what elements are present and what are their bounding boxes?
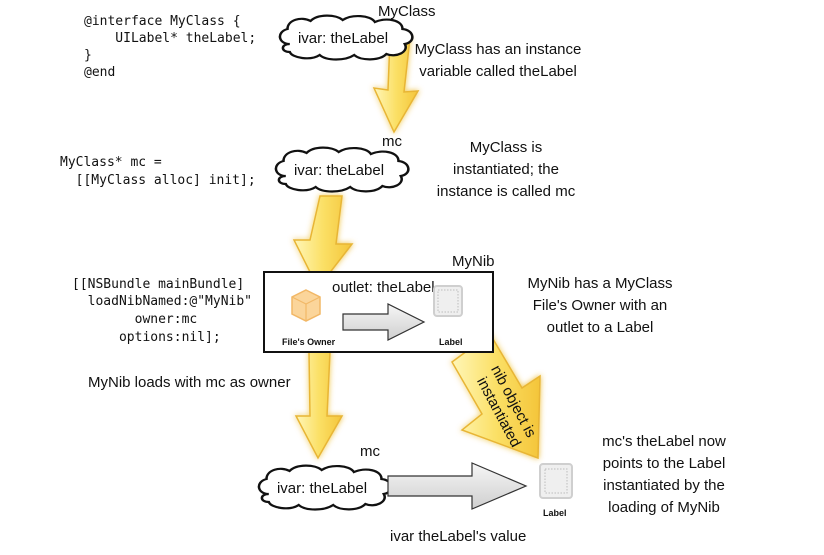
label-caption-bottom: Label	[543, 508, 567, 518]
code-line: UILabel* theLabel;	[84, 31, 256, 46]
note-3: MyNib has a MyClass File's Owner with an…	[527, 275, 672, 336]
code-line: options:nil];	[72, 330, 221, 345]
yellow-arrow-1	[372, 37, 420, 134]
label-caption: Label	[439, 337, 463, 347]
code-line: MyClass* mc =	[60, 155, 162, 170]
code-interface-block: @interface MyClass { UILabel* theLabel; …	[84, 14, 256, 80]
files-owner-label: File's Owner	[282, 337, 336, 347]
code-line: }	[84, 48, 92, 63]
cloud-label: ivar: theLabel	[294, 162, 384, 179]
code-line: loadNibNamed:@"MyNib"	[72, 294, 252, 309]
note-line: mc's theLabel now	[602, 433, 726, 450]
note-line: MyNib has a MyClass	[527, 275, 672, 292]
myclass-label: MyClass	[378, 3, 436, 20]
note-2: MyClass is instantiated; the instance is…	[437, 139, 576, 200]
note-line: instantiated by the	[603, 477, 725, 494]
label-placeholder-icon	[433, 285, 463, 317]
gray-arrow-bottom	[387, 462, 528, 510]
mc-top-label: mc	[382, 133, 402, 150]
code-instantiate-block: MyClass* mc = [[MyClass alloc] init];	[60, 155, 256, 188]
note-1: MyClass has an instance variable called …	[415, 41, 582, 80]
code-line: @interface MyClass {	[84, 14, 241, 29]
note-line: instantiated; the	[453, 161, 559, 178]
label-placeholder-icon-bottom	[539, 463, 573, 499]
note-line: loading of MyNib	[608, 499, 720, 516]
mynib-loads-note: MyNib loads with mc as owner	[88, 374, 291, 391]
cloud-label: ivar: theLabel	[277, 480, 367, 497]
yellow-arrow-3	[294, 351, 344, 460]
note-line: MyClass has an instance	[415, 41, 582, 58]
note-line: points to the Label	[603, 455, 726, 472]
code-line: [[NSBundle mainBundle]	[72, 277, 244, 292]
outlet-label: outlet: theLabel	[332, 279, 435, 296]
note-line: instance is called mc	[437, 183, 576, 200]
cube-icon	[291, 289, 321, 322]
gray-arrow-nib	[342, 303, 426, 341]
ivar-value-note: ivar theLabel's value	[390, 528, 526, 545]
code-line: @end	[84, 65, 115, 80]
yellow-arrow-diagonal	[451, 332, 541, 460]
note-line: variable called theLabel	[419, 63, 577, 80]
yellow-arrow-2	[292, 195, 354, 290]
mynib-label: MyNib	[452, 253, 495, 270]
note-4: mc's theLabel now points to the Label in…	[602, 433, 726, 516]
note-line: MyClass is	[470, 139, 543, 156]
cloud-label: ivar: theLabel	[298, 30, 388, 47]
code-line: [[MyClass alloc] init];	[60, 173, 256, 188]
code-loadnib-block: [[NSBundle mainBundle] loadNibNamed:@"My…	[72, 277, 252, 345]
note-line: outlet to a Label	[547, 319, 654, 336]
note-line: File's Owner with an	[533, 297, 668, 314]
mc-bottom-label: mc	[360, 443, 380, 460]
code-line: owner:mc	[72, 312, 197, 327]
